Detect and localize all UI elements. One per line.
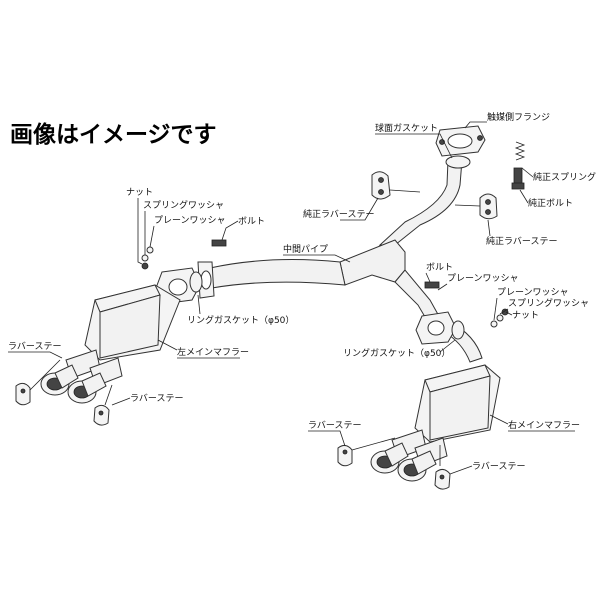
label-ring-gasket-right: リングガスケット（φ50） [343, 347, 450, 359]
label-catalyst-flange: 触媒側フランジ [487, 111, 550, 123]
catalyst-flange [435, 125, 486, 157]
ball-gasket [445, 155, 471, 169]
label-left-main-muffler: 左メインマフラー [177, 346, 249, 358]
label-center-pipe: 中間パイプ [283, 243, 328, 255]
label-ring-gasket-left: リングガスケット（φ50） [187, 314, 294, 326]
label-rubber-stay-left-top: ラバーステー [8, 341, 61, 352]
callouts: 触媒側フランジ 球面ガスケット 純正スプリング 純正ボルト 純正ラバーステー 純… [8, 111, 596, 475]
label-spring-washer-right: スプリングワッシャ [508, 297, 589, 309]
ring-gasket-right [451, 320, 465, 340]
label-spring-washer-left: スプリングワッシャ [143, 199, 224, 211]
center-pipe [209, 159, 483, 363]
label-plain-washer-right-top: プレーンワッシャ [447, 273, 519, 284]
image-notice-title: 画像はイメージです [10, 121, 217, 148]
ring-gasket-left [189, 271, 203, 293]
label-oem-rubber-stay-top: 純正ラバーステー [303, 208, 374, 220]
label-oem-rubber-stay-right: 純正ラバーステー [486, 235, 557, 247]
left-hardware [141, 239, 227, 270]
right-rubber-stays [337, 437, 451, 490]
right-flange [415, 311, 457, 345]
label-right-main-muffler: 右メインマフラー [508, 419, 580, 431]
label-plain-washer-right: プレーンワッシャ [497, 287, 569, 298]
label-oem-spring: 純正スプリング [533, 171, 596, 183]
label-plain-washer-left: プレーンワッシャ [154, 215, 226, 226]
label-oem-bolt: 純正ボルト [528, 197, 573, 209]
label-ball-gasket: 球面ガスケット [375, 122, 438, 134]
label-nut-left: ナット [126, 187, 153, 198]
oem-rubber-stay-top [371, 171, 421, 200]
left-main-muffler [40, 284, 181, 404]
oem-spring-bolt [511, 141, 526, 190]
label-nut-right: ナット [512, 310, 539, 321]
right-hardware [424, 281, 509, 328]
label-rubber-stay-left-bottom: ラバーステー [130, 393, 183, 404]
oem-rubber-stay-right [454, 193, 498, 220]
label-bolt-left: ボルト [238, 216, 265, 227]
right-main-muffler [370, 364, 501, 482]
left-rubber-stays [15, 359, 113, 426]
label-rubber-stay-right-left: ラバーステー [308, 420, 361, 431]
label-bolt-right: ボルト [426, 262, 453, 273]
label-rubber-stay-right-bottom: ラバーステー [472, 461, 525, 472]
